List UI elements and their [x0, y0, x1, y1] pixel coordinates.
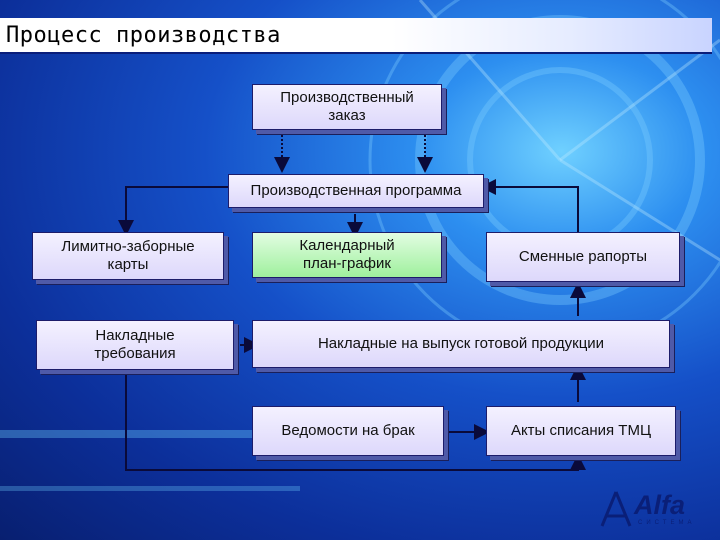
box-output-waybills: Накладные на выпуск готовой продукции: [252, 320, 670, 368]
slide-title: Процесс производства: [6, 23, 281, 48]
box-waybill-requests-line1: Накладные: [95, 327, 175, 344]
box-limit-cards-line2: карты: [107, 256, 149, 273]
box-production-order-line1: Производственный: [280, 89, 414, 106]
logo-text: Alfa: [634, 490, 686, 520]
box-defect-sheets: Ведомости на брак: [252, 406, 444, 456]
box-calendar-plan-line2: план-график: [303, 255, 391, 272]
box-writeoff-acts: Акты списания ТМЦ: [486, 406, 676, 456]
box-calendar-plan-line1: Календарный: [299, 237, 395, 254]
box-shift-reports-label: Сменные рапорты: [518, 248, 648, 265]
box-shift-reports: Сменные рапорты: [486, 232, 680, 282]
box-writeoff-acts-label: Акты списания ТМЦ: [510, 422, 652, 439]
box-waybill-requests-line2: требования: [94, 345, 176, 362]
box-output-waybills-label: Накладные на выпуск готовой продукции: [317, 335, 605, 352]
box-production-program-label: Производственная программа: [250, 182, 462, 199]
box-production-order-line2: заказ: [328, 107, 366, 124]
alfa-logo-icon: [600, 491, 632, 527]
title-bar: Процесс производства: [0, 18, 712, 54]
box-defect-sheets-label: Ведомости на брак: [281, 422, 415, 439]
box-production-program: Производственная программа: [228, 174, 484, 208]
logo-subtitle: СИСТЕМА: [638, 520, 696, 526]
box-limit-cards-line1: Лимитно-заборные: [61, 238, 195, 255]
